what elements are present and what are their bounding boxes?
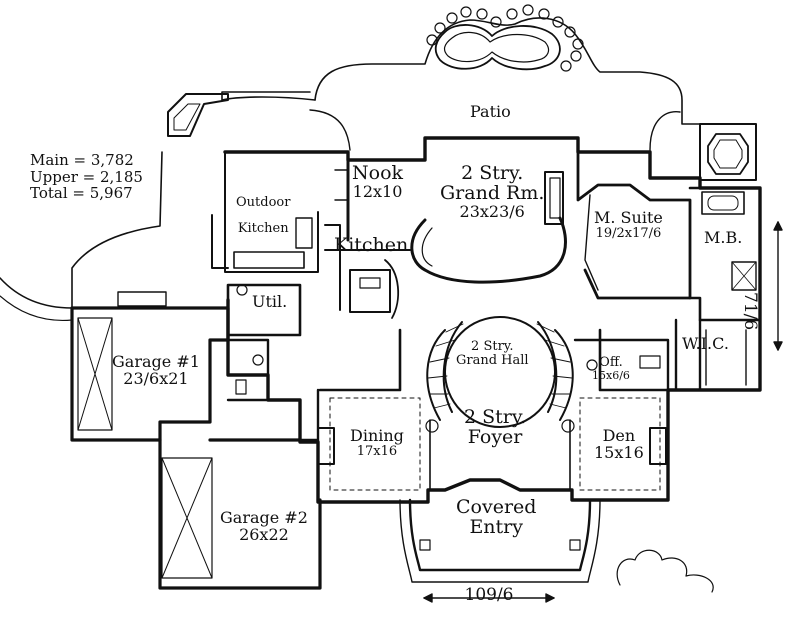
entry-column-left [419, 539, 431, 551]
den-dash [579, 397, 661, 491]
pool-stone-border [426, 4, 584, 72]
label-dining: Dining 17x16 [350, 426, 404, 459]
grand-hall-circle [444, 316, 556, 428]
stat-main: Main = 3,782 [30, 151, 134, 169]
label-grand-room: 2 Stry. Grand Rm. 23x23/6 [440, 162, 545, 221]
dining-dash [329, 397, 421, 491]
depth-dim-arrow-b [773, 341, 783, 351]
gazebo-frame [699, 123, 757, 181]
area-stats: Main = 3,782 Upper = 2,185 Total = 5,967 [30, 152, 143, 202]
grand-room-bay-inner [421, 227, 433, 267]
nook-window [334, 169, 349, 201]
office-chair [586, 359, 598, 371]
label-grand-hall: 2 Stry. Grand Hall [456, 339, 529, 368]
shrub [616, 549, 714, 593]
outdoor-kitchen-grill [295, 217, 313, 249]
den-fireplace [649, 427, 667, 465]
label-covered-entry: Covered Entry [456, 496, 537, 538]
left-terrace-curve-inner [0, 295, 73, 322]
patio-arc-right [649, 111, 681, 151]
grand-hall-wall-right [598, 328, 670, 392]
fireplace-box [549, 177, 561, 219]
kitchen-curved-counter [384, 259, 400, 319]
label-utility: Util. [252, 292, 288, 311]
kitchen-island [349, 269, 391, 313]
powder-toilet [235, 379, 247, 395]
label-master-bath: M.B. [704, 228, 743, 247]
label-outdoor-kitchen: Outdoor Kitchen [236, 195, 291, 236]
stat-upper: Upper = 2,185 [30, 167, 143, 186]
garage2-door-x [161, 457, 213, 579]
pool-inner [443, 31, 550, 63]
gazebo [707, 133, 749, 175]
master-suite-bay [584, 194, 599, 291]
label-kitchen: Kitchen [334, 234, 409, 256]
kitchen-island-sink [359, 277, 381, 289]
stair-treads-left [427, 323, 464, 409]
left-terrace-curve [0, 151, 163, 309]
garage1-wall [70, 306, 230, 442]
label-garage-2: Garage #2 26x22 [220, 508, 308, 544]
stair-treads-right [536, 323, 573, 409]
label-den: Den 15x16 [594, 426, 644, 462]
outdoor-kitchen-bar [211, 214, 229, 269]
master-tub-inner [707, 195, 739, 211]
grand-hall-wall-left [318, 328, 402, 392]
master-tub [701, 191, 745, 215]
label-foyer: 2 Stry. Foyer [464, 406, 527, 448]
label-master-suite: M. Suite 19/2x17/6 [594, 208, 663, 241]
gazebo-inner [713, 139, 743, 169]
master-shower [731, 261, 757, 291]
dining-fireplace [317, 427, 335, 465]
pool [434, 24, 561, 71]
garage2-wall [158, 438, 322, 590]
patio-outline [314, 17, 701, 176]
corner-planter-inner [173, 103, 201, 131]
garage1-door-x [77, 317, 113, 431]
outdoor-kitchen-counter [233, 251, 305, 269]
width-dimension: 109/6 [464, 585, 514, 605]
powder-room [226, 338, 270, 402]
label-patio: Patio [470, 102, 511, 121]
wic-wall [674, 318, 702, 392]
stair-left [426, 321, 463, 421]
dining-wall [298, 388, 320, 504]
width-dim-arrow-l [423, 593, 433, 603]
depth-dimension: 71/6 [740, 292, 760, 331]
kitchen-counter [324, 224, 411, 311]
patio-left-edge [221, 91, 316, 101]
wic-shelves [705, 329, 747, 386]
label-office: Off. 15x6/6 [592, 355, 630, 382]
fireplace [544, 171, 564, 225]
garage1-storage [117, 291, 167, 307]
stair-right [537, 321, 574, 421]
foyer-col-2 [561, 419, 575, 433]
master-shower-x [731, 261, 757, 291]
powder-sink [252, 354, 264, 366]
width-dim-arrow-r [545, 593, 555, 603]
label-nook: Nook 12x10 [352, 162, 404, 201]
master-bath-wall [688, 186, 762, 322]
corner-planter [167, 93, 229, 137]
label-garage-1: Garage #1 23/6x21 [112, 352, 200, 388]
office-wall [573, 338, 670, 392]
depth-dim-arrow-t [773, 221, 783, 231]
utility-washer [236, 284, 248, 296]
outer-wall [223, 136, 762, 504]
covered-entry-arc [408, 498, 592, 572]
label-walk-in-closet: W.I.C. [682, 334, 729, 353]
covered-entry-steps [399, 499, 601, 583]
stat-total: Total = 5,967 [30, 184, 133, 202]
foyer-col-1 [425, 419, 439, 433]
grand-room-bay [410, 216, 567, 284]
patio-arc-left [309, 109, 351, 151]
master-suite-wall [576, 150, 692, 300]
entry-column-right [569, 539, 581, 551]
office-desk [639, 355, 661, 369]
outdoor-kitchen-wall [224, 151, 319, 273]
